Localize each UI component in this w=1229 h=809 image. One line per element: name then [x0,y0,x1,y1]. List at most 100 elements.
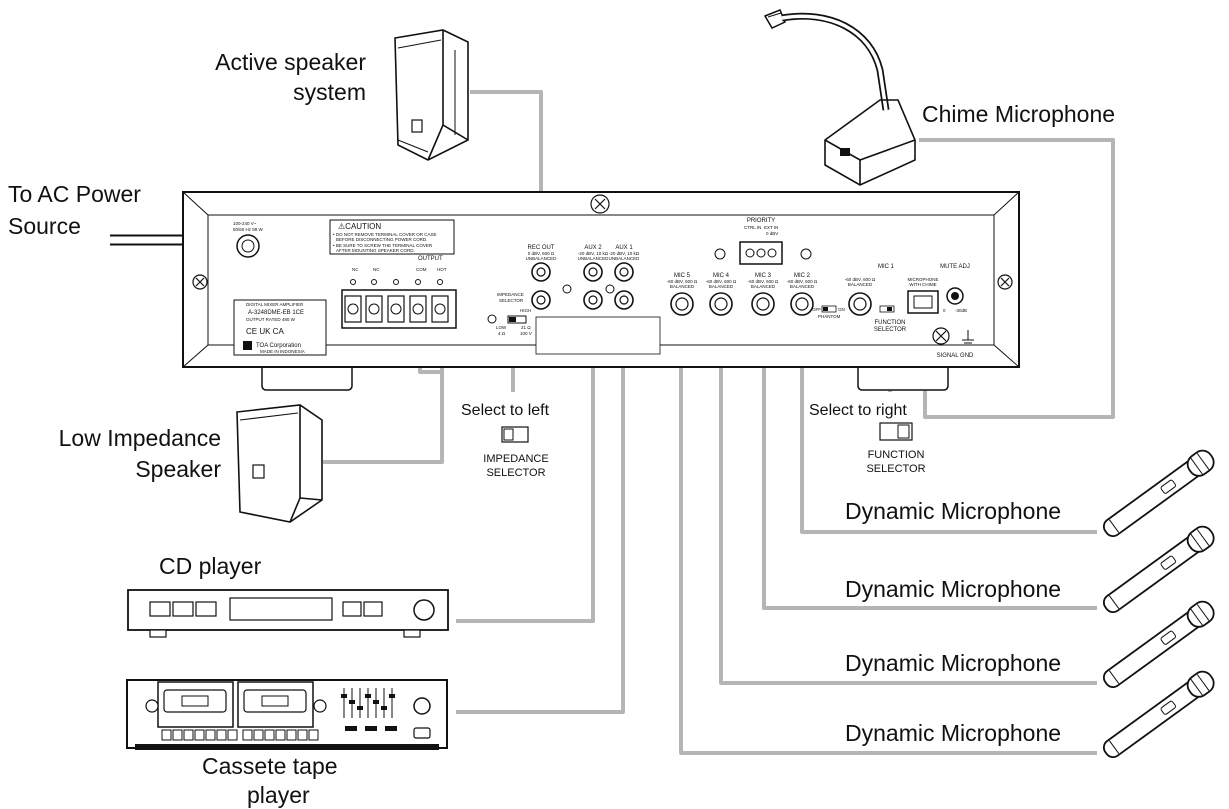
mic-jack-inner [756,297,770,311]
mic-jack-inner [853,297,867,311]
panel-output: OUTPUT [418,256,443,262]
mic-grille-line [1190,678,1203,696]
panel-mic3: MIC 3 [755,273,772,279]
panel-power-rating-1: 100-240 V~ [233,221,257,226]
cassette-button [365,726,377,731]
cassette-button [308,729,319,741]
panel-function-sel-2: SELECTOR [874,327,907,333]
label-select-right: Select to right [809,402,907,419]
label-low-impedance-2: Speaker [135,456,221,482]
panel-nameplate-6: MADE IN INDONESIA [260,349,305,354]
panel-aux1-spec: -20 dBV, 10 kΩ [609,251,640,256]
mic-jack-inner [714,297,728,311]
cassette-button [242,729,253,741]
rca-jack-center [588,267,598,277]
panel-aux2: AUX 2 [584,245,602,251]
cassette-slider-knob [389,694,395,698]
cassette-button [172,729,183,741]
mic-grille-line [1196,674,1210,691]
terminal-indicator [350,279,356,285]
cassette-button [345,726,357,731]
label-function-selector-1: FUNCTION [868,449,925,461]
panel-aux1-type: UNBALANCED [609,256,641,261]
cassette-slider-knob [373,700,379,704]
dynamic-microphone-image [1102,600,1215,689]
mic-switch [1160,479,1177,494]
mic-grille [1186,449,1215,477]
label-active-speaker-2: system [293,79,366,105]
panel-caution-1: • DO NOT REMOVE TERMINAL COVER OR CASE [333,232,437,237]
rca-jacks [531,262,634,310]
mic-switch [1160,700,1177,715]
terminal-indicator [415,279,421,285]
panel-ext-in: EXT IN [764,225,778,230]
cassette-button [205,729,216,741]
panel-mic1: MIC 1 [878,264,895,270]
panel-mic-with-chime-1: MICROPHONE [907,277,938,282]
wire-mic3 [762,312,1097,610]
panel-nameplate-2: A-3248DME-EB 1CE [248,310,304,316]
terminal-screw [412,303,424,315]
panel-mic4-spec: -60 dBV, 600 Ω [706,279,737,284]
panel-imp-low-val: 4 Ω [498,331,506,336]
cd-player-image [127,589,449,638]
label-low-impedance-1: Low Impedance [59,425,221,451]
mic-grille-line [1196,529,1210,546]
panel-imp-low: LOW [496,325,507,330]
dynamic-microphone-image [1102,449,1215,538]
panel-mic2: MIC 2 [794,273,811,279]
cassette-button [297,729,308,741]
mic-switch [1160,555,1177,570]
panel-mute-0: 0 [943,308,946,313]
cassette-slider-knob [349,700,355,704]
panel-ctrl-in: CTRL IN [744,225,761,230]
label-function-selector-2: SELECTOR [866,463,925,475]
panel-imp-high-val1: 21 Ω [521,325,531,330]
panel-mic1-type: BALANCED [848,282,873,287]
wire-mic4 [719,312,1097,685]
panel-impedance-title-2: SELECTOR [499,298,524,303]
panel-mic3-spec: -60 dBV, 600 Ω [748,279,779,284]
panel-mic4-type: BALANCED [709,284,734,289]
terminal-indicator [393,279,399,285]
cassette-slider-knob [341,694,347,698]
cassette-sliders [341,688,395,718]
rca-jack-center [588,295,598,305]
cassette-buttons [161,726,397,741]
panel-caution-2: BEFORE DISCONNECTING POWER CORD. [336,237,428,242]
rca-jack-center [536,267,546,277]
cassette-slider-knob [381,706,387,710]
label-ac-power-1: To AC Power [8,181,141,207]
cassette-button [253,729,264,741]
active-speaker-image [394,29,469,161]
panel-phantom: PHANTOM [818,314,841,319]
mic-grille-line [1190,608,1203,626]
panel-caution-title: ⚠CAUTION [338,222,381,231]
panel-mic-with-chime-2: WITH CHIME [909,282,936,287]
panel-hot: HOT [437,267,447,272]
label-cd-player: CD player [159,553,262,579]
dynamic-microphones [1102,449,1215,759]
panel-aux2-spec: -20 dBV, 10 kΩ [578,251,609,256]
wire-mic5 [679,312,1097,755]
mic-jacks [670,292,872,316]
label-impedance-selector-1: IMPEDANCE [483,453,548,465]
panel-mic3-type: BALANCED [751,284,776,289]
mic-grille [1186,525,1215,553]
panel-phantom-off: OFF [812,307,821,312]
mic-grille-line [1190,457,1203,475]
cassette-button [264,729,275,741]
cassette-player-image [126,679,448,750]
panel-mic1-spec: -60 dBV, 600 Ω [845,277,876,282]
label-select-left: Select to left [461,402,550,419]
cassette-button [216,729,227,741]
panel-priority: PRIORITY [747,218,775,224]
panel-mic5-spec: -60 dBV, 600 Ω [667,279,698,284]
chime-microphone-image [763,9,916,186]
cassette-button [161,729,172,741]
cassette-button [227,729,238,741]
rca-jack-center [619,267,629,277]
panel-mic5-type: BALANCED [670,284,695,289]
impedance-selector-icon [501,426,529,443]
